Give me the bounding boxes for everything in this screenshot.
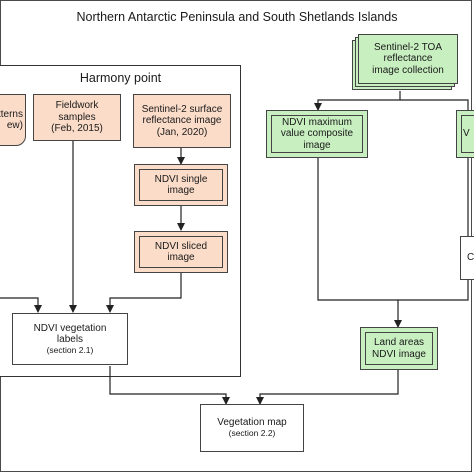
veg-map-line2: (section 2.2) — [228, 427, 276, 438]
ndvi-max-line3: image — [303, 139, 331, 151]
ndvi-single-line1: NDVI single — [154, 173, 208, 185]
ndvi-max-line2: value composite — [280, 128, 354, 140]
s2-toa-box: Sentinel-2 TOA reflectance image collect… — [358, 34, 458, 84]
ndvi-single-line2: image — [167, 185, 195, 196]
fieldwork-samples-box: Fieldwork samples (Feb, 2015) — [33, 94, 121, 141]
arrow-right-to-land — [398, 158, 469, 301]
right-mid-partial-box: Cl — [460, 236, 474, 280]
right-partial-line1: V — [463, 128, 470, 140]
land-areas-line2: NDVI image — [372, 348, 426, 360]
s2-toa-line3: image collection — [372, 64, 444, 76]
ndvi-labels-line3: (section 2.1) — [46, 344, 94, 355]
s2-toa-line2: reflectance — [383, 53, 433, 65]
ndvi-sliced-line2: image — [167, 252, 195, 263]
arrow-toa-split — [314, 91, 401, 111]
ndvi-max-box: NDVI maximum value composite image — [266, 110, 368, 158]
s2-toa-line1: Sentinel-2 TOA — [373, 41, 442, 53]
land-areas-box: Land areas NDVI image — [360, 327, 438, 370]
harmony-point-title: Harmony point — [79, 71, 162, 85]
ndvi-sliced-line1: NDVI sliced — [154, 240, 208, 252]
s2-surface-line1: Sentinel-2 surface — [141, 103, 223, 115]
veg-map-line1: Vegetation map — [217, 417, 287, 429]
fieldwork-line2: (Feb, 2015) — [51, 123, 103, 135]
arrow-labels-to-map — [109, 366, 230, 405]
vegetation-map-box: Vegetation map (section 2.2) — [200, 404, 304, 452]
patterns-line1: tterns — [0, 108, 23, 120]
ndvi-sliced-box: NDVI sliced image — [134, 231, 228, 273]
arrow-toa-right — [400, 99, 469, 110]
s2-surface-box: Sentinel-2 surface reflectance image (Ja… — [133, 94, 231, 148]
fieldwork-line1: Fieldwork samples — [55, 100, 99, 123]
right-mid-partial-line1: Cl — [467, 252, 474, 264]
right-partial-box: V — [456, 110, 474, 158]
arrow-patterns-to-labels — [0, 297, 42, 313]
arrow-land-to-map — [256, 370, 399, 405]
land-areas-line1: Land areas — [373, 337, 425, 348]
patterns-box: tterns ew) — [0, 94, 26, 146]
s2-surface-line2: reflectance image — [142, 115, 222, 127]
ndvi-max-line1: NDVI maximum — [281, 116, 352, 128]
ndvi-labels-line1: NDVI vegetation — [33, 322, 107, 334]
arrow-sliced-to-labels — [106, 273, 182, 313]
ndvi-vegetation-labels-box: NDVI vegetation labels (section 2.1) — [12, 313, 128, 365]
arrow-max-to-land — [317, 158, 402, 328]
s2-surface-line3: (Jan, 2020) — [156, 126, 208, 138]
figure-title: Northern Antarctic Peninsula and South S… — [76, 10, 398, 24]
patterns-line2: ew) — [6, 120, 23, 131]
ndvi-labels-line2: labels — [56, 334, 84, 346]
ndvi-single-box: NDVI single image — [134, 164, 228, 206]
